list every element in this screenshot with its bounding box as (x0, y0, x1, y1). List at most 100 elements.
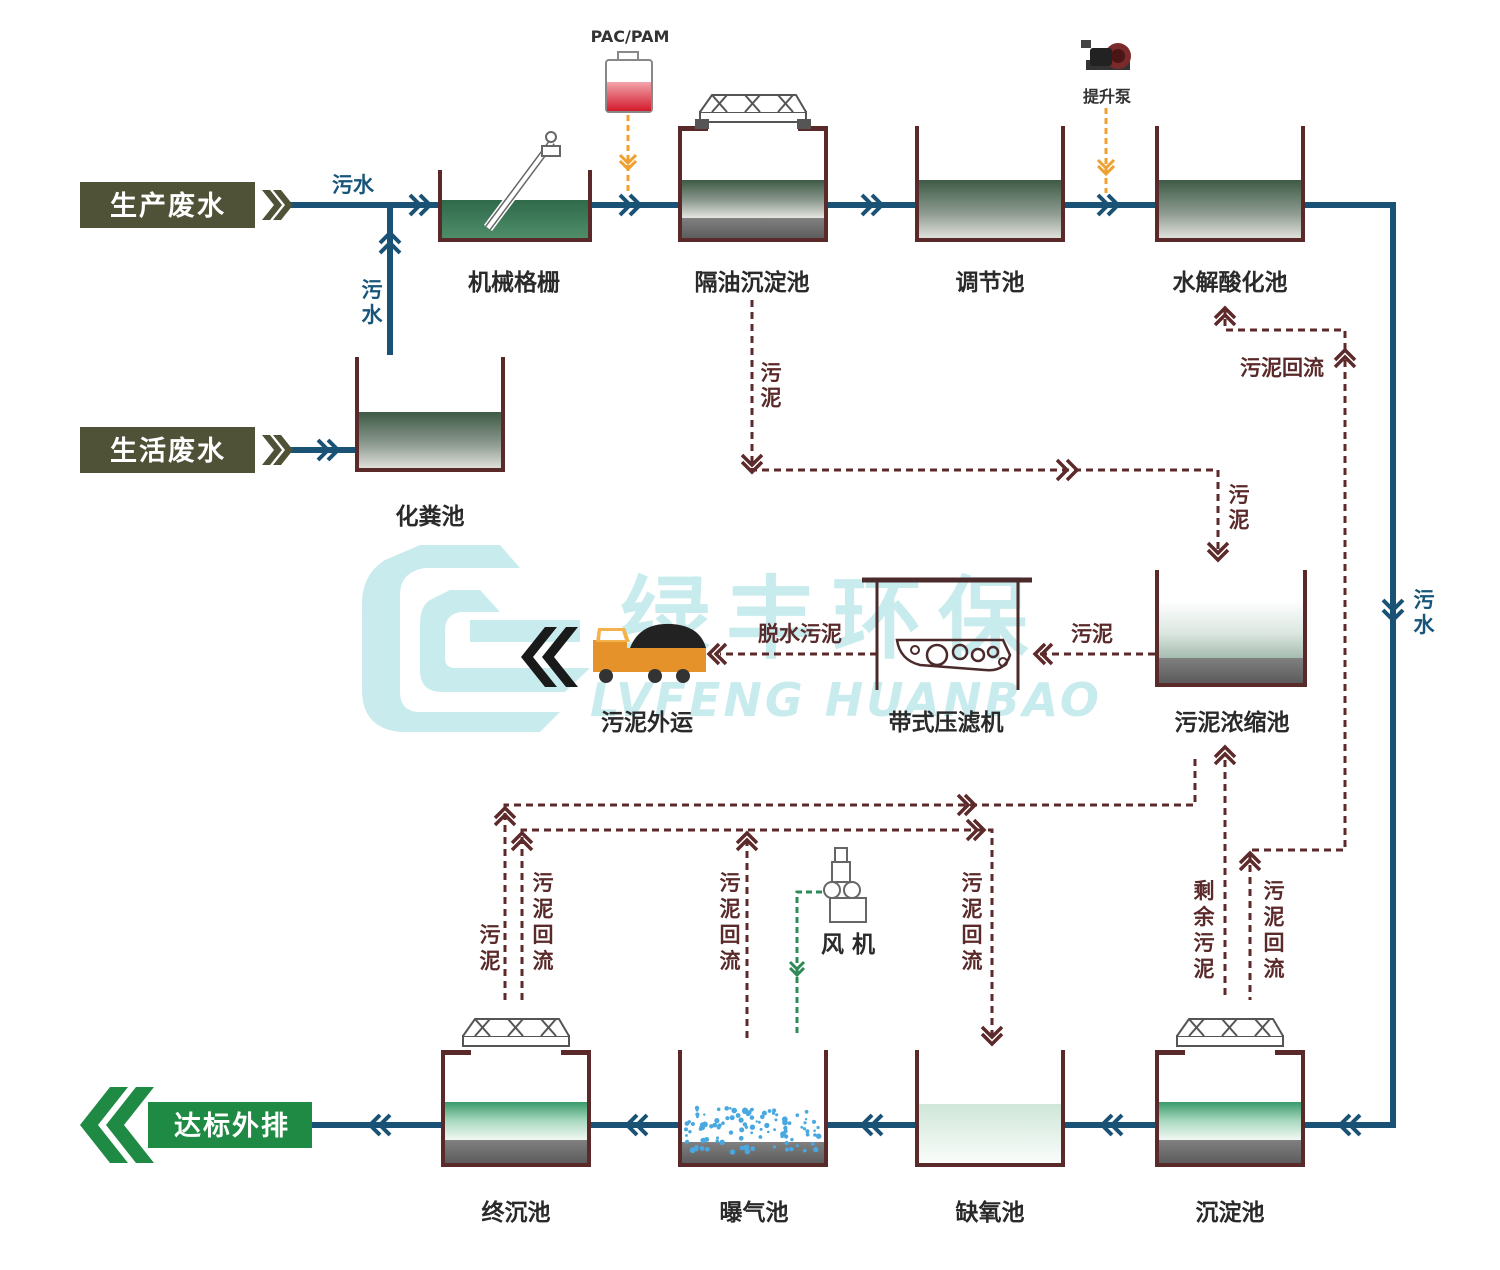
label-final-sludge-1: 污 (480, 923, 501, 947)
air-bubble (715, 1139, 719, 1143)
input-production-tag: 生产废水 (80, 182, 293, 228)
air-bubble (758, 1135, 763, 1139)
air-bubble (738, 1117, 744, 1123)
air-bubble (802, 1148, 807, 1153)
air-bubble (773, 1128, 776, 1131)
air-bubble (735, 1113, 741, 1118)
air-bubble (685, 1134, 688, 1137)
air-bubble (789, 1146, 794, 1152)
air-bubble (739, 1127, 745, 1133)
tank-equalization (915, 126, 1065, 242)
label-sewage-right-1: 污 (1414, 588, 1435, 612)
label-aer-ret-3: 回 (720, 923, 741, 947)
air-bubble (725, 1116, 730, 1121)
air-bubble (700, 1137, 706, 1144)
air-bubble (724, 1106, 729, 1111)
air-bubble (695, 1112, 700, 1117)
label-sewage-v1: 污 (362, 278, 383, 302)
air-bubble (717, 1123, 722, 1128)
label-final-ret-2: 泥 (533, 897, 554, 921)
air-bubble (745, 1112, 751, 1117)
air-bubble (738, 1135, 744, 1141)
watermark-logo (361, 545, 560, 732)
air-bubble (749, 1124, 756, 1130)
air-bubble (812, 1119, 816, 1124)
air-bubble (696, 1115, 699, 1119)
label-excess-4: 泥 (1194, 957, 1215, 981)
truck-icon (593, 623, 706, 683)
air-bubble (742, 1107, 748, 1114)
air-bubble (805, 1129, 810, 1134)
air-bubble (760, 1114, 765, 1120)
label-truck: 污泥外运 (601, 709, 693, 736)
label-excess-2: 余 (1193, 905, 1216, 929)
label-anox-ret-2: 泥 (962, 897, 983, 921)
air-bubble (802, 1127, 807, 1131)
air-bubble (721, 1121, 725, 1125)
label-sed-ret-1: 污 (1264, 879, 1285, 903)
label-sludge-thick-2: 泥 (1229, 508, 1250, 532)
air-bubble (728, 1130, 734, 1135)
input-production-label: 生产废水 (110, 190, 226, 222)
air-bubble (749, 1108, 754, 1112)
air-bubble (813, 1133, 817, 1137)
label-screen: 机械格栅 (468, 269, 560, 296)
air-bubble (750, 1146, 756, 1152)
air-bubble (685, 1139, 690, 1144)
air-bubble (795, 1113, 800, 1117)
chemical-tank-icon (605, 51, 653, 113)
belt-filter-press-icon (862, 577, 1032, 690)
air-bubble (698, 1127, 703, 1131)
air-bubble (804, 1109, 809, 1114)
tank-aeration (678, 1050, 828, 1167)
air-bubble (784, 1140, 789, 1146)
air-bubble (805, 1132, 810, 1137)
label-equal: 调节池 (956, 270, 1025, 296)
label-press: 带式压滤机 (889, 710, 1004, 736)
output-discharge-label: 达标外排 (174, 1111, 290, 1142)
label-return-top: 污泥回流 (1240, 356, 1324, 380)
air-bubble (774, 1118, 778, 1122)
label-aer-ret-4: 流 (720, 949, 741, 973)
air-bubble (743, 1145, 748, 1151)
air-bubble (695, 1108, 699, 1112)
air-bubble (719, 1139, 725, 1146)
air-bubble (804, 1118, 808, 1121)
bridge-scraper-icon (695, 94, 811, 129)
tank-septic (355, 357, 505, 472)
tank-secondary-sed (1155, 1018, 1305, 1167)
air-bubble (690, 1122, 695, 1126)
label-sludge-oil-2: 泥 (761, 386, 782, 410)
air-bubble (783, 1125, 788, 1131)
air-bubble (709, 1124, 714, 1129)
air-bubble (783, 1129, 788, 1134)
tank-sludge-thickener (1155, 570, 1307, 687)
air-bubble (714, 1123, 718, 1127)
watermark: 绿丰环保 LVFENG HUANBAO (361, 545, 1099, 732)
air-bubble (813, 1146, 819, 1153)
label-aer-ret-1: 污 (720, 871, 741, 895)
watermark-logo-bar (470, 620, 580, 642)
air-bubble (787, 1121, 792, 1125)
label-sludge-thick-1: 污 (1229, 483, 1250, 507)
tank-labels: 机械格栅 隔油沉淀池 调节池 水解酸化池 化粪池 污泥浓缩池 带式压滤机 污泥外… (396, 269, 1290, 1226)
tank-hydrolysis (1155, 126, 1305, 242)
label-oil-sed: 隔油沉淀池 (695, 269, 810, 296)
air-bubble (775, 1113, 779, 1117)
air-bubble (817, 1135, 821, 1139)
tank-screen (438, 131, 592, 242)
air-bubble (684, 1121, 690, 1126)
air-bubble (757, 1120, 761, 1124)
label-blower: 风 机 (821, 932, 875, 958)
air-bubble (729, 1115, 735, 1121)
air-bubble (716, 1136, 719, 1140)
bridge-scraper-icon (1176, 1018, 1284, 1047)
sewage-labels: 污水 污 水 污 水 (332, 173, 1436, 637)
tank-anoxic (915, 1050, 1065, 1167)
label-excess-1: 剩 (1194, 879, 1215, 903)
lift-pump-icon (1081, 40, 1131, 70)
air-bubble (689, 1147, 696, 1154)
input-domestic-label: 生活废水 (110, 435, 226, 467)
air-bubble (800, 1125, 804, 1129)
label-final-ret-4: 流 (533, 949, 554, 973)
